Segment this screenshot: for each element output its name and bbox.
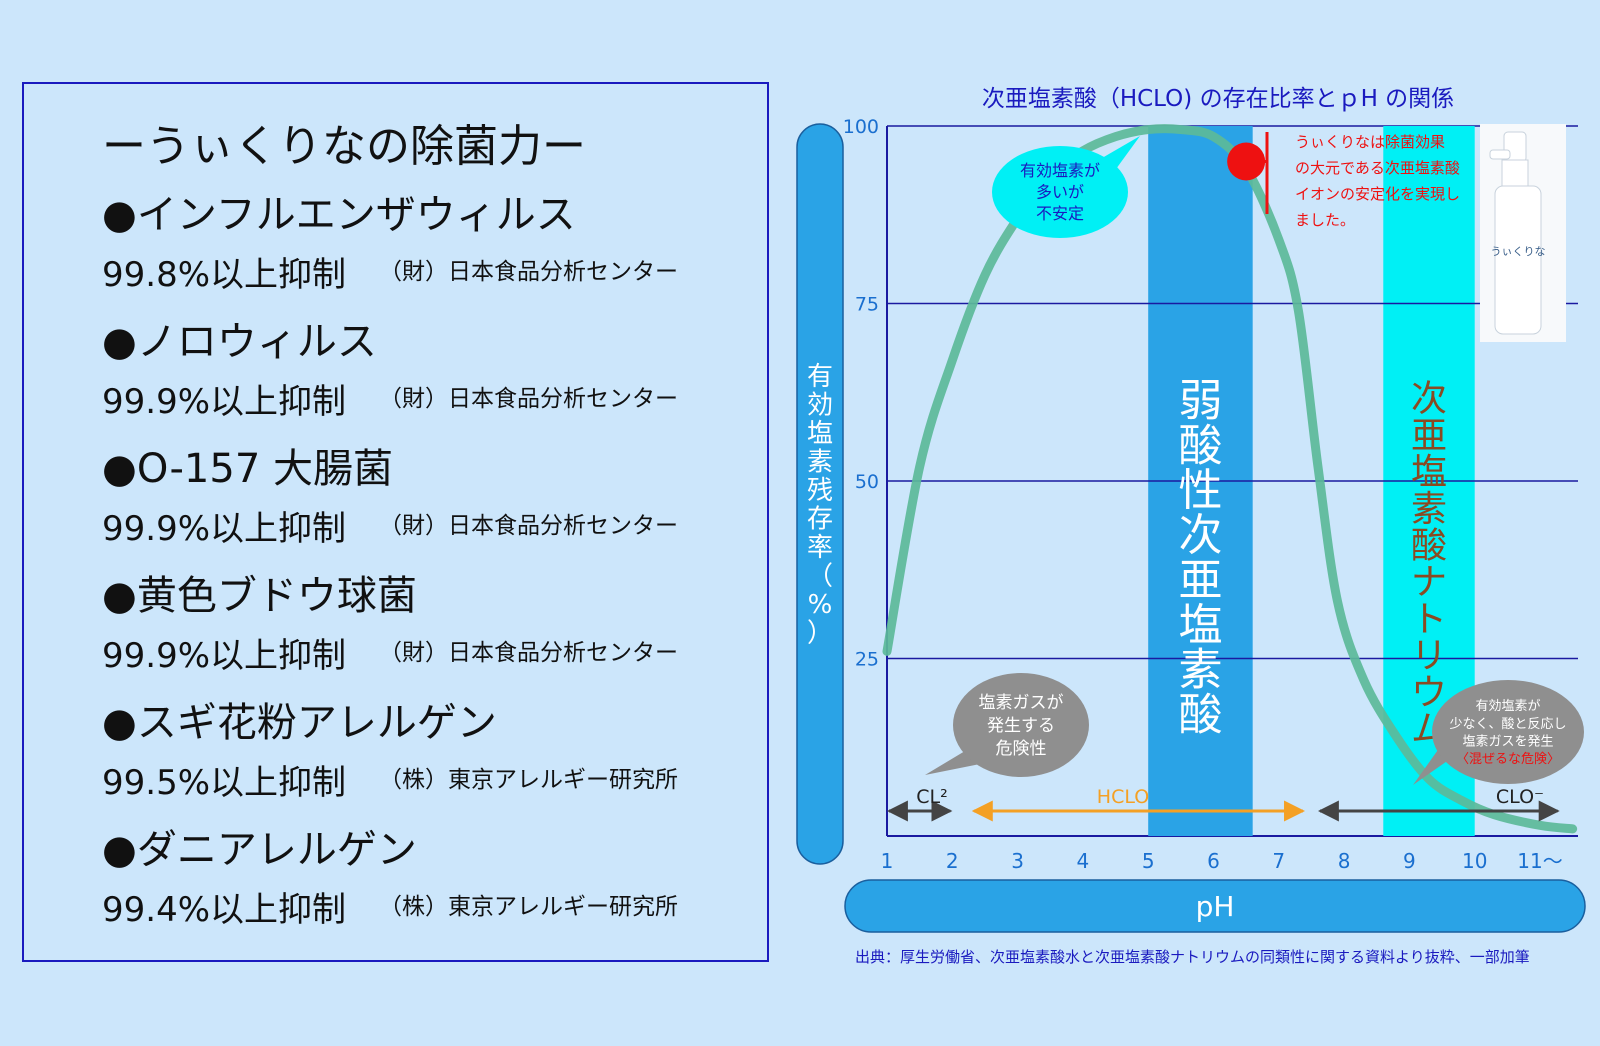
item-result: 99.8%以上抑制 bbox=[102, 255, 347, 295]
product-bottle-icon: うぃくりな bbox=[1480, 124, 1566, 342]
y-axis-label-char: （ bbox=[807, 562, 833, 592]
region-label: 次亜塩素酸ナトリウム bbox=[1411, 379, 1447, 750]
region-label-char: ウ bbox=[1411, 672, 1447, 713]
product-label: うぃくりな bbox=[1491, 245, 1546, 258]
x-tick-label: 6 bbox=[1207, 849, 1220, 873]
y-axis-label-char: % bbox=[808, 590, 833, 620]
chart-title: 次亜塩素酸（HCLO) の存在比率とｐH の関係 bbox=[982, 86, 1454, 112]
x-axis-label: pH bbox=[1196, 890, 1235, 923]
bubble-text: 危険性 bbox=[996, 739, 1047, 759]
item-result: 99.9%以上抑制 bbox=[102, 509, 347, 549]
bubble-text: 有効塩素が bbox=[1020, 161, 1100, 180]
bubble-text: 不安定 bbox=[1036, 204, 1084, 223]
item-result: 99.5%以上抑制 bbox=[102, 763, 347, 803]
x-tick-label: 9 bbox=[1403, 849, 1416, 873]
x-tick-label: 1 bbox=[881, 849, 894, 873]
y-axis-label-char: 素 bbox=[807, 448, 833, 478]
region-label-char: ナ bbox=[1411, 562, 1447, 603]
bubble-text: 少なく、酸と反応し bbox=[1449, 717, 1566, 732]
y-axis-label-char: 有 bbox=[807, 362, 833, 392]
item-result: 99.4%以上抑制 bbox=[102, 890, 347, 930]
item-name: ●インフルエンザウィルス bbox=[102, 192, 576, 238]
y-axis-label-char: 効 bbox=[807, 391, 833, 421]
item-result: 99.9%以上抑制 bbox=[102, 382, 347, 422]
bubble-text: 塩素ガスが bbox=[979, 693, 1064, 713]
y-axis-label-char: 残 bbox=[807, 476, 833, 506]
range-label: CLO⁻ bbox=[1496, 786, 1544, 808]
item-source: （株）東京アレルギー研究所 bbox=[379, 894, 678, 920]
y-axis-bar bbox=[796, 123, 844, 865]
x-tick-label: 5 bbox=[1142, 849, 1155, 873]
y-axis-label-char: 率 bbox=[807, 533, 833, 563]
region-label-char: 次 bbox=[1411, 379, 1447, 420]
region-label-char: リ bbox=[1411, 636, 1447, 677]
region-label-char: 亜 bbox=[1411, 415, 1447, 456]
x-tick-label: 10 bbox=[1462, 849, 1487, 873]
region-label-char: 塩 bbox=[1178, 600, 1222, 651]
item-source: （財）日本食品分析センター bbox=[379, 513, 678, 539]
x-tick-label: 4 bbox=[1077, 849, 1090, 873]
region-label-char: 亜 bbox=[1178, 555, 1222, 606]
bubble-body bbox=[1432, 680, 1584, 784]
x-tick-label: 2 bbox=[946, 849, 959, 873]
item-name: ●ノロウィルス bbox=[102, 319, 377, 365]
note-text: の大元である次亜塩素酸 bbox=[1295, 159, 1460, 177]
spray-nozzle bbox=[1489, 149, 1511, 160]
x-tick-label: 8 bbox=[1338, 849, 1351, 873]
x-tick-label: 3 bbox=[1011, 849, 1024, 873]
region-label-char: 酸 bbox=[1411, 525, 1447, 566]
note-text: イオンの安定化を実現し bbox=[1295, 185, 1460, 203]
bubble-text: 〈混ぜるな危険〉 bbox=[1456, 752, 1560, 767]
region-label-char: 性 bbox=[1178, 465, 1222, 516]
x-tick-label: 7 bbox=[1272, 849, 1285, 873]
range-label: HCLO bbox=[1097, 786, 1149, 808]
y-tick-label: 75 bbox=[855, 294, 879, 316]
range-label: CL² bbox=[916, 786, 947, 808]
bubble-text: 多いが bbox=[1036, 183, 1084, 202]
note-text: ました。 bbox=[1295, 211, 1355, 229]
item-name: ●O-157 大腸菌 bbox=[102, 446, 393, 492]
bubble-text: 発生する bbox=[987, 716, 1055, 736]
y-axis-label-char: 存 bbox=[807, 505, 833, 535]
bubble-body bbox=[953, 673, 1089, 777]
item-name: ●スギ花粉アレルゲン bbox=[102, 700, 497, 746]
y-tick-label: 50 bbox=[855, 471, 879, 493]
region-label-char: 弱 bbox=[1178, 375, 1222, 426]
x-tick-label: 11～ bbox=[1517, 849, 1562, 873]
item-source: （財）日本食品分析センター bbox=[379, 640, 678, 666]
y-tick-label: 100 bbox=[843, 116, 879, 138]
region-label-char: 次 bbox=[1178, 510, 1222, 561]
region-label-char: 酸 bbox=[1178, 690, 1222, 741]
y-axis-label-char: ） bbox=[807, 619, 833, 649]
bubble-text: 塩素ガスを発生 bbox=[1462, 734, 1553, 749]
bubble-text: 有効塩素が bbox=[1475, 699, 1540, 714]
item-source: （株）東京アレルギー研究所 bbox=[379, 767, 678, 793]
region-label-char: 素 bbox=[1178, 645, 1222, 696]
item-source: （財）日本食品分析センター bbox=[379, 386, 678, 412]
item-name: ●ダニアレルゲン bbox=[102, 827, 417, 873]
note-text: うぃくりなは除菌効果 bbox=[1295, 133, 1445, 151]
region-label-char: 素 bbox=[1411, 489, 1447, 530]
region-label-char: 塩 bbox=[1411, 452, 1447, 493]
region-label-char: 酸 bbox=[1178, 420, 1222, 471]
item-result: 99.9%以上抑制 bbox=[102, 636, 347, 676]
region-label-char: ト bbox=[1411, 599, 1447, 640]
item-name: ●黄色ブドウ球菌 bbox=[102, 573, 417, 619]
panel-title: ーうぃくりなの除菌力ー bbox=[102, 121, 586, 172]
y-axis-label-char: 塩 bbox=[807, 419, 833, 449]
footnote: 出典：厚生労働省、次亜塩素酸水と次亜塩素酸ナトリウムの同類性に関する資料より抜粋… bbox=[855, 948, 1530, 966]
x-axis-bar bbox=[844, 879, 1586, 933]
effectiveness-panel: ーうぃくりなの除菌力ー ●インフルエンザウィルス 99.8%以上抑制 （財）日本… bbox=[22, 82, 769, 962]
item-source: （財）日本食品分析センター bbox=[379, 259, 678, 285]
bottle-body bbox=[1494, 185, 1542, 335]
data-marker bbox=[1227, 142, 1266, 181]
bubble-body bbox=[992, 146, 1128, 238]
y-tick-label: 25 bbox=[855, 649, 879, 671]
